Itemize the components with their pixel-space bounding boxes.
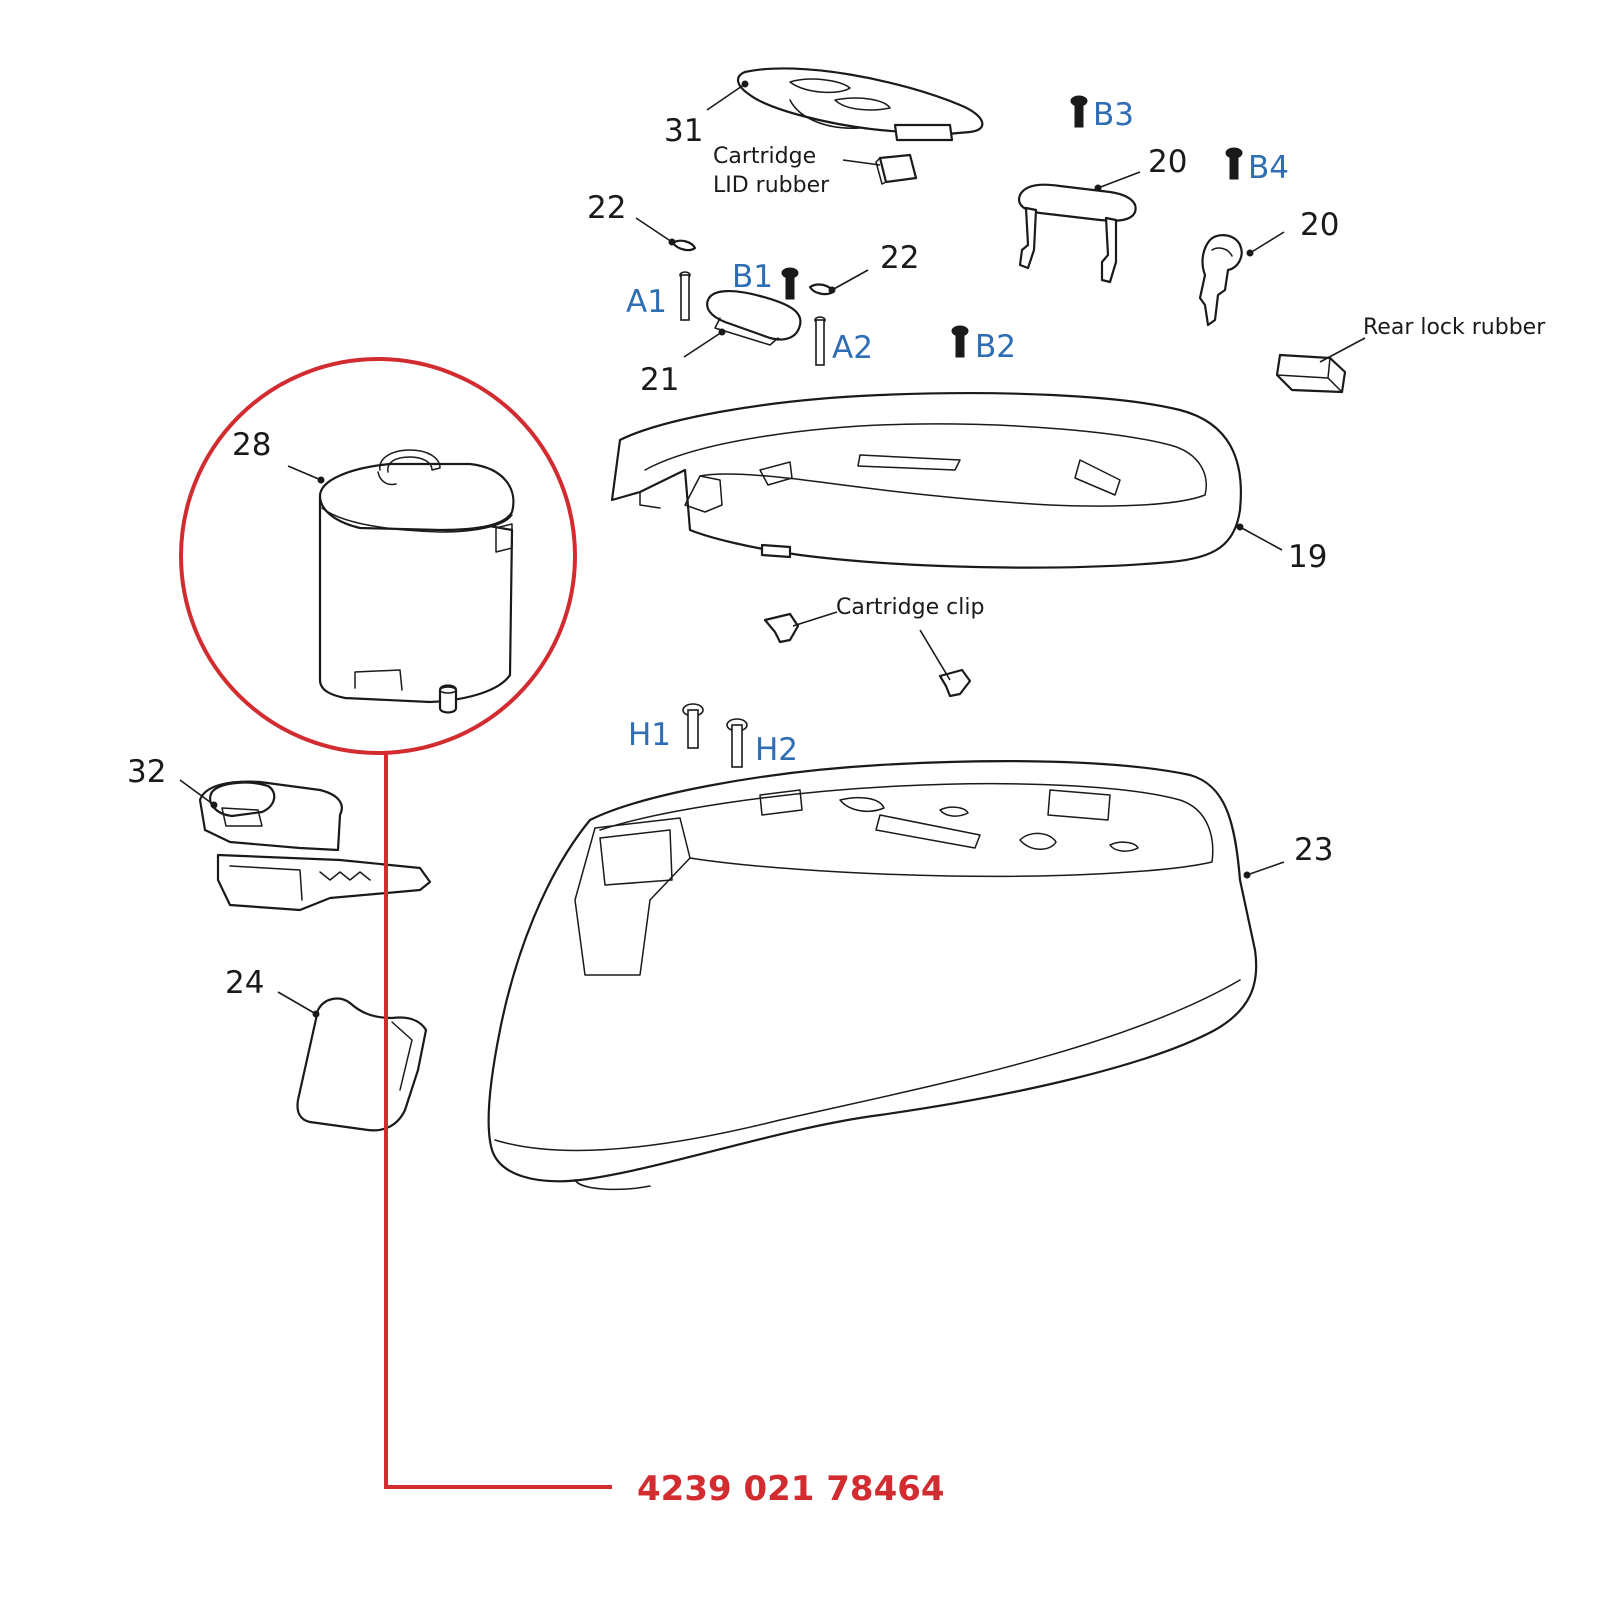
code-b3: B3 [1093, 97, 1134, 133]
label-32: 32 [127, 754, 166, 790]
label-22-b: 22 [880, 240, 919, 276]
pin-a2 [814, 316, 826, 366]
note-cartridge-clip: Cartridge clip [836, 595, 984, 620]
part-28-filter-cartridge [318, 449, 515, 714]
part-number-connector [384, 753, 612, 1489]
pin-h1 [682, 703, 704, 749]
part-23-base [487, 760, 1258, 1191]
part-20-side-latch [1198, 234, 1243, 327]
rear-lock-rubber [1275, 353, 1347, 394]
label-21: 21 [640, 362, 679, 398]
code-b1: B1 [732, 259, 773, 295]
code-h1: H1 [628, 717, 671, 753]
cartridge-clip-a [763, 612, 800, 644]
label-20-b: 20 [1300, 207, 1339, 243]
part-22-clip-a [671, 239, 697, 252]
screw-b1 [781, 267, 799, 300]
part-21-release-button [706, 290, 802, 346]
code-h2: H2 [755, 732, 798, 768]
note-cartridge-lid-rubber-line2: LID rubber [713, 173, 830, 198]
pin-a1 [679, 271, 691, 321]
screw-b2 [951, 325, 969, 358]
part-24-cover [296, 997, 428, 1132]
label-24: 24 [225, 965, 264, 1001]
note-rear-lock-rubber: Rear lock rubber [1363, 315, 1546, 340]
highlight-circle [179, 357, 577, 755]
part-31-cartridge-lid [737, 67, 984, 142]
note-cartridge-lid-rubber-line1: Cartridge [713, 144, 816, 169]
highlighted-part-number: 4239 021 78464 [637, 1469, 945, 1509]
part-20-handle [1017, 183, 1137, 284]
label-28: 28 [232, 427, 271, 463]
part-32-pump-unit [198, 780, 432, 912]
code-a2: A2 [832, 330, 873, 366]
label-19: 19 [1288, 539, 1327, 575]
screw-b4 [1225, 147, 1243, 180]
cartridge-clip-b [938, 668, 972, 698]
code-b2: B2 [975, 329, 1016, 365]
leader-lines [179, 80, 1366, 1018]
code-b4: B4 [1248, 150, 1289, 186]
label-20-a: 20 [1148, 144, 1187, 180]
label-22-a: 22 [587, 190, 626, 226]
pin-h2 [726, 718, 748, 768]
label-31: 31 [664, 113, 703, 149]
label-23: 23 [1294, 832, 1333, 868]
code-a1: A1 [626, 284, 667, 320]
part-19-upper-housing [610, 392, 1242, 569]
screw-b3 [1070, 95, 1088, 128]
cartridge-lid-rubber [875, 153, 918, 185]
